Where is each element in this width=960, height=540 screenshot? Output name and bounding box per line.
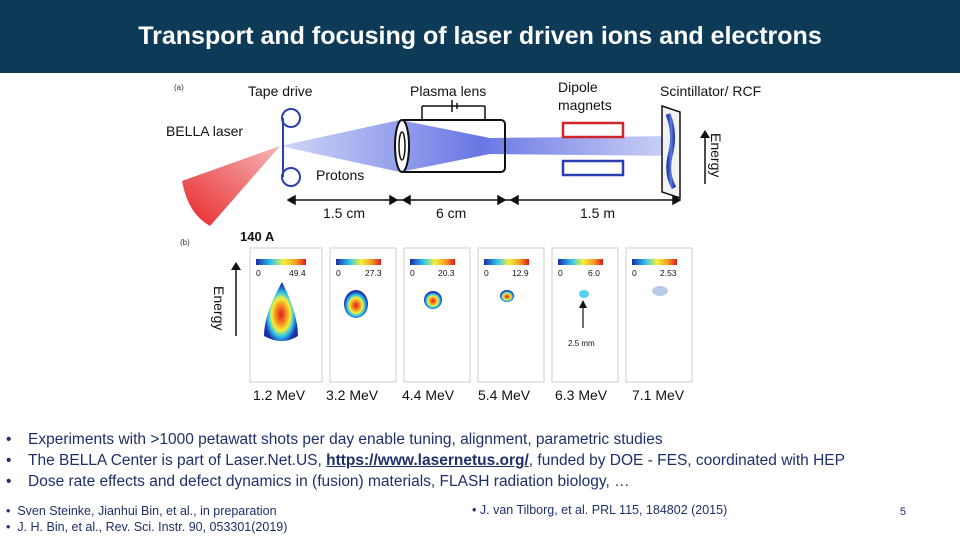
plasma-lens-label: Plasma lens — [410, 83, 486, 99]
scale-min-5: 0 — [558, 268, 563, 278]
bullet-text: Dose rate effects and defect dynamics in… — [28, 473, 630, 490]
distance-3-label: 1.5 m — [580, 205, 615, 221]
dipole-magnets-label: Dipole — [558, 79, 598, 95]
current-label: 140 A — [240, 229, 275, 244]
scale-max-1: 49.4 — [289, 268, 306, 278]
detector-panel-1: 0 49.4 1.2 MeV — [249, 247, 323, 403]
detector-panel-5: 0 6.0 2.5 mm 6.3 MeV — [551, 247, 619, 403]
lasernetus-link[interactable]: https://www.lasernetus.org/ — [326, 452, 529, 469]
protons-label: Protons — [316, 167, 364, 183]
dipole-magnet-top — [561, 121, 625, 139]
scale-min-1: 0 — [256, 268, 261, 278]
reference-text: J. van Tilborg, et al. PRL 115, 184802 (… — [479, 503, 728, 517]
spot-size-label: 2.5 mm — [568, 339, 595, 348]
energy-value-1: 1.2 MeV — [253, 387, 306, 403]
panel-b-label: (b) — [180, 238, 190, 247]
bullet-dot: • — [6, 452, 12, 469]
energy-value-3: 4.4 MeV — [402, 387, 455, 403]
bullet-item: • Experiments with >1000 petawatt shots p… — [6, 429, 926, 450]
plasma-lens-icon — [394, 100, 506, 173]
energy-axis-label-b: Energy — [211, 286, 227, 330]
bullet-text: , funded by DOE - FES, coordinated with … — [528, 452, 845, 469]
scale-max-3: 20.3 — [438, 268, 455, 278]
reference-dot: • — [6, 520, 11, 534]
distance-1-label: 1.5 cm — [323, 205, 365, 221]
reference-item: • J. H. Bin, et al., Rev. Sci. Instr. 90… — [6, 520, 287, 534]
title-bar — [0, 0, 960, 73]
detector-panel-4: 0 12.9 5.4 MeV — [477, 247, 545, 403]
reference-text: Sven Steinke, Jianhui Bin, et al., in pr… — [17, 504, 277, 518]
energy-value-6: 7.1 MeV — [632, 387, 685, 403]
distance-2-label: 6 cm — [436, 205, 466, 221]
reference-item: • J. van Tilborg, et al. PRL 115, 184802… — [472, 503, 727, 517]
scale-max-5: 6.0 — [588, 268, 600, 278]
scale-min-3: 0 — [410, 268, 415, 278]
reference-dot: • — [472, 503, 477, 517]
scale-max-4: 12.9 — [512, 268, 529, 278]
beamline-figure: (a) E — [160, 76, 800, 406]
scale-min-6: 0 — [632, 268, 637, 278]
distance-arrows — [286, 194, 682, 206]
detector-panel-3: 0 20.3 4.4 MeV — [402, 247, 471, 403]
energy-axis-label-a: Energy — [708, 133, 724, 177]
panel-a-label: (a) — [174, 83, 184, 92]
bullet-item: • Dose rate effects and defect dynamics i… — [6, 471, 926, 492]
bullet-text: The BELLA Center is part of Laser.Net.US… — [28, 452, 327, 469]
reference-text: J. H. Bin, et al., Rev. Sci. Instr. 90, … — [17, 520, 288, 534]
energy-value-2: 3.2 MeV — [326, 387, 379, 403]
dipole-magnets-label-2: magnets — [558, 97, 612, 113]
detector-panel-2: 0 27.3 3.2 MeV — [326, 247, 397, 403]
bullet-text: Experiments with >1000 petawatt shots pe… — [28, 431, 663, 448]
scintillator-icon — [661, 104, 681, 200]
bullet-item: • The BELLA Center is part of Laser.Net.U… — [6, 450, 926, 471]
scintillator-label: Scintillator/ RCF — [660, 83, 761, 99]
laser-cone — [182, 146, 280, 226]
scale-min-4: 0 — [484, 268, 489, 278]
bullet-dot: • — [6, 431, 12, 448]
page-number: 5 — [899, 506, 906, 518]
bella-laser-label: BELLA laser — [166, 123, 243, 139]
proton-beam — [280, 120, 680, 172]
energy-value-4: 5.4 MeV — [478, 387, 531, 403]
tape-drive-label: Tape drive — [248, 83, 313, 99]
scale-max-6: 2.53 — [660, 268, 677, 278]
scale-min-2: 0 — [336, 268, 341, 278]
bullet-list: • Experiments with >1000 petawatt shots p… — [6, 429, 926, 492]
detector-panel-6: 0 2.53 7.1 MeV — [625, 247, 693, 403]
energy-value-5: 6.3 MeV — [555, 387, 608, 403]
slide-title: Transport and focusing of laser driven i… — [138, 22, 822, 50]
dipole-magnet-bottom — [561, 159, 625, 177]
reference-dot: • — [6, 504, 11, 518]
tape-drive-icon — [281, 108, 301, 187]
bullet-dot: • — [6, 473, 12, 490]
reference-item: • Sven Steinke, Jianhui Bin, et al., in … — [6, 504, 277, 518]
scale-max-2: 27.3 — [365, 268, 382, 278]
